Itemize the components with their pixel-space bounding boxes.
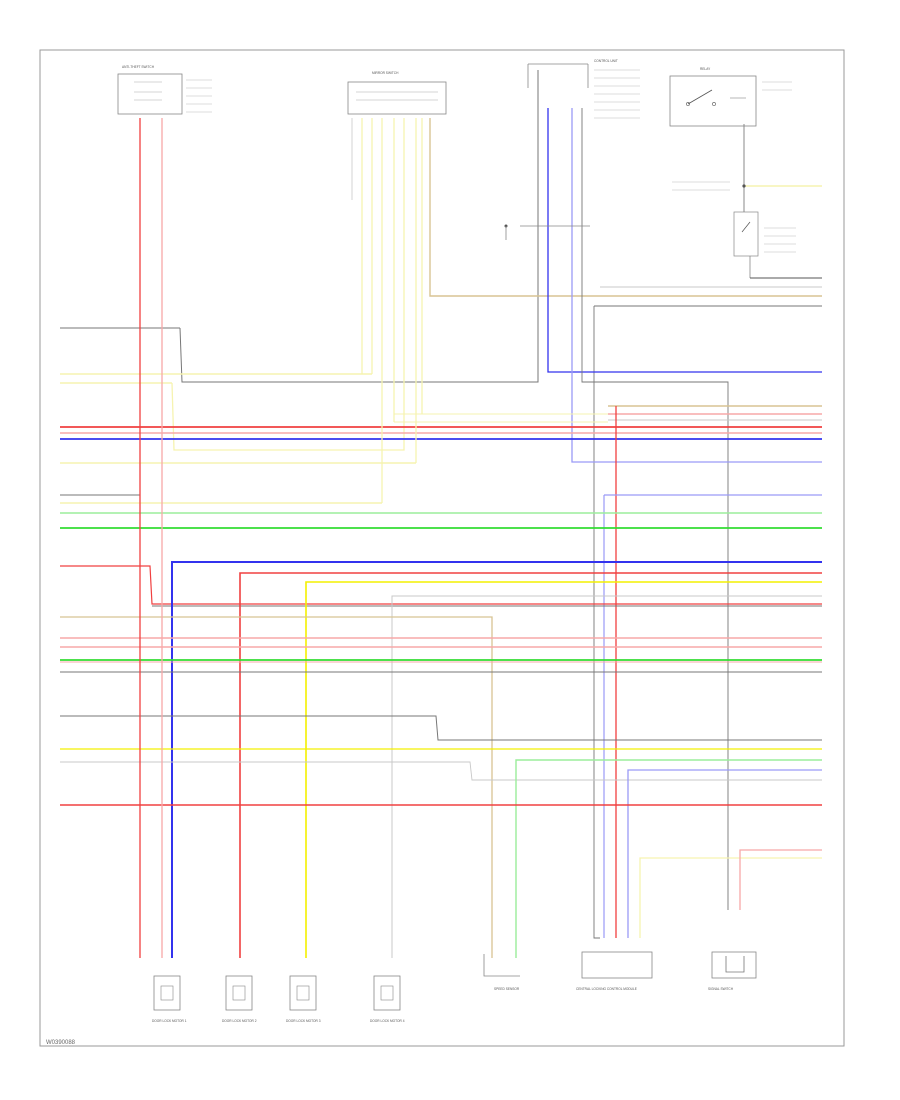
component-switch-top-left: ANTI-THEFT SWITCH	[117, 65, 212, 115]
component-label: DOOR LOCK MOTOR 1	[152, 1019, 187, 1023]
component-connector-top-center: MIRROR SWITCH	[347, 71, 447, 115]
component-label: CENTRAL LOCKING CONTROL MODULE	[576, 987, 637, 991]
component-motor-4: DOOR LOCK MOTOR 4	[370, 975, 405, 1023]
component-label: DOOR LOCK MOTOR 2	[222, 1019, 257, 1023]
component-motor-1: DOOR LOCK MOTOR 1	[152, 975, 187, 1023]
component-module-right: SIGNAL SWITCH	[708, 951, 757, 991]
component-label: DOOR LOCK MOTOR 3	[286, 1019, 321, 1023]
component-label: ANTI-THEFT SWITCH	[122, 65, 155, 69]
component-label: SIGNAL SWITCH	[708, 987, 734, 991]
component-connector-top-right: CONTROL UNIT	[527, 59, 640, 119]
component-sensor: SPEED SENSOR	[483, 954, 520, 991]
component-label: SPEED SENSOR	[494, 987, 520, 991]
horizontal-wires	[60, 70, 822, 958]
component-motor-3: DOOR LOCK MOTOR 3	[286, 975, 321, 1023]
component-label: DOOR LOCK MOTOR 4	[370, 1019, 405, 1023]
component-label: MIRROR SWITCH	[372, 71, 399, 75]
component-relay-top-right: RELAY	[669, 67, 822, 257]
component-label: CONTROL UNIT	[594, 59, 618, 63]
component-label: RELAY	[700, 67, 711, 71]
component-module-center: CENTRAL LOCKING CONTROL MODULE	[576, 951, 653, 991]
vertical-wires	[139, 118, 822, 958]
diagram-code: W0390088	[46, 1040, 76, 1046]
diagram-frame	[39, 49, 845, 1047]
component-motor-2: DOOR LOCK MOTOR 2	[222, 975, 257, 1023]
